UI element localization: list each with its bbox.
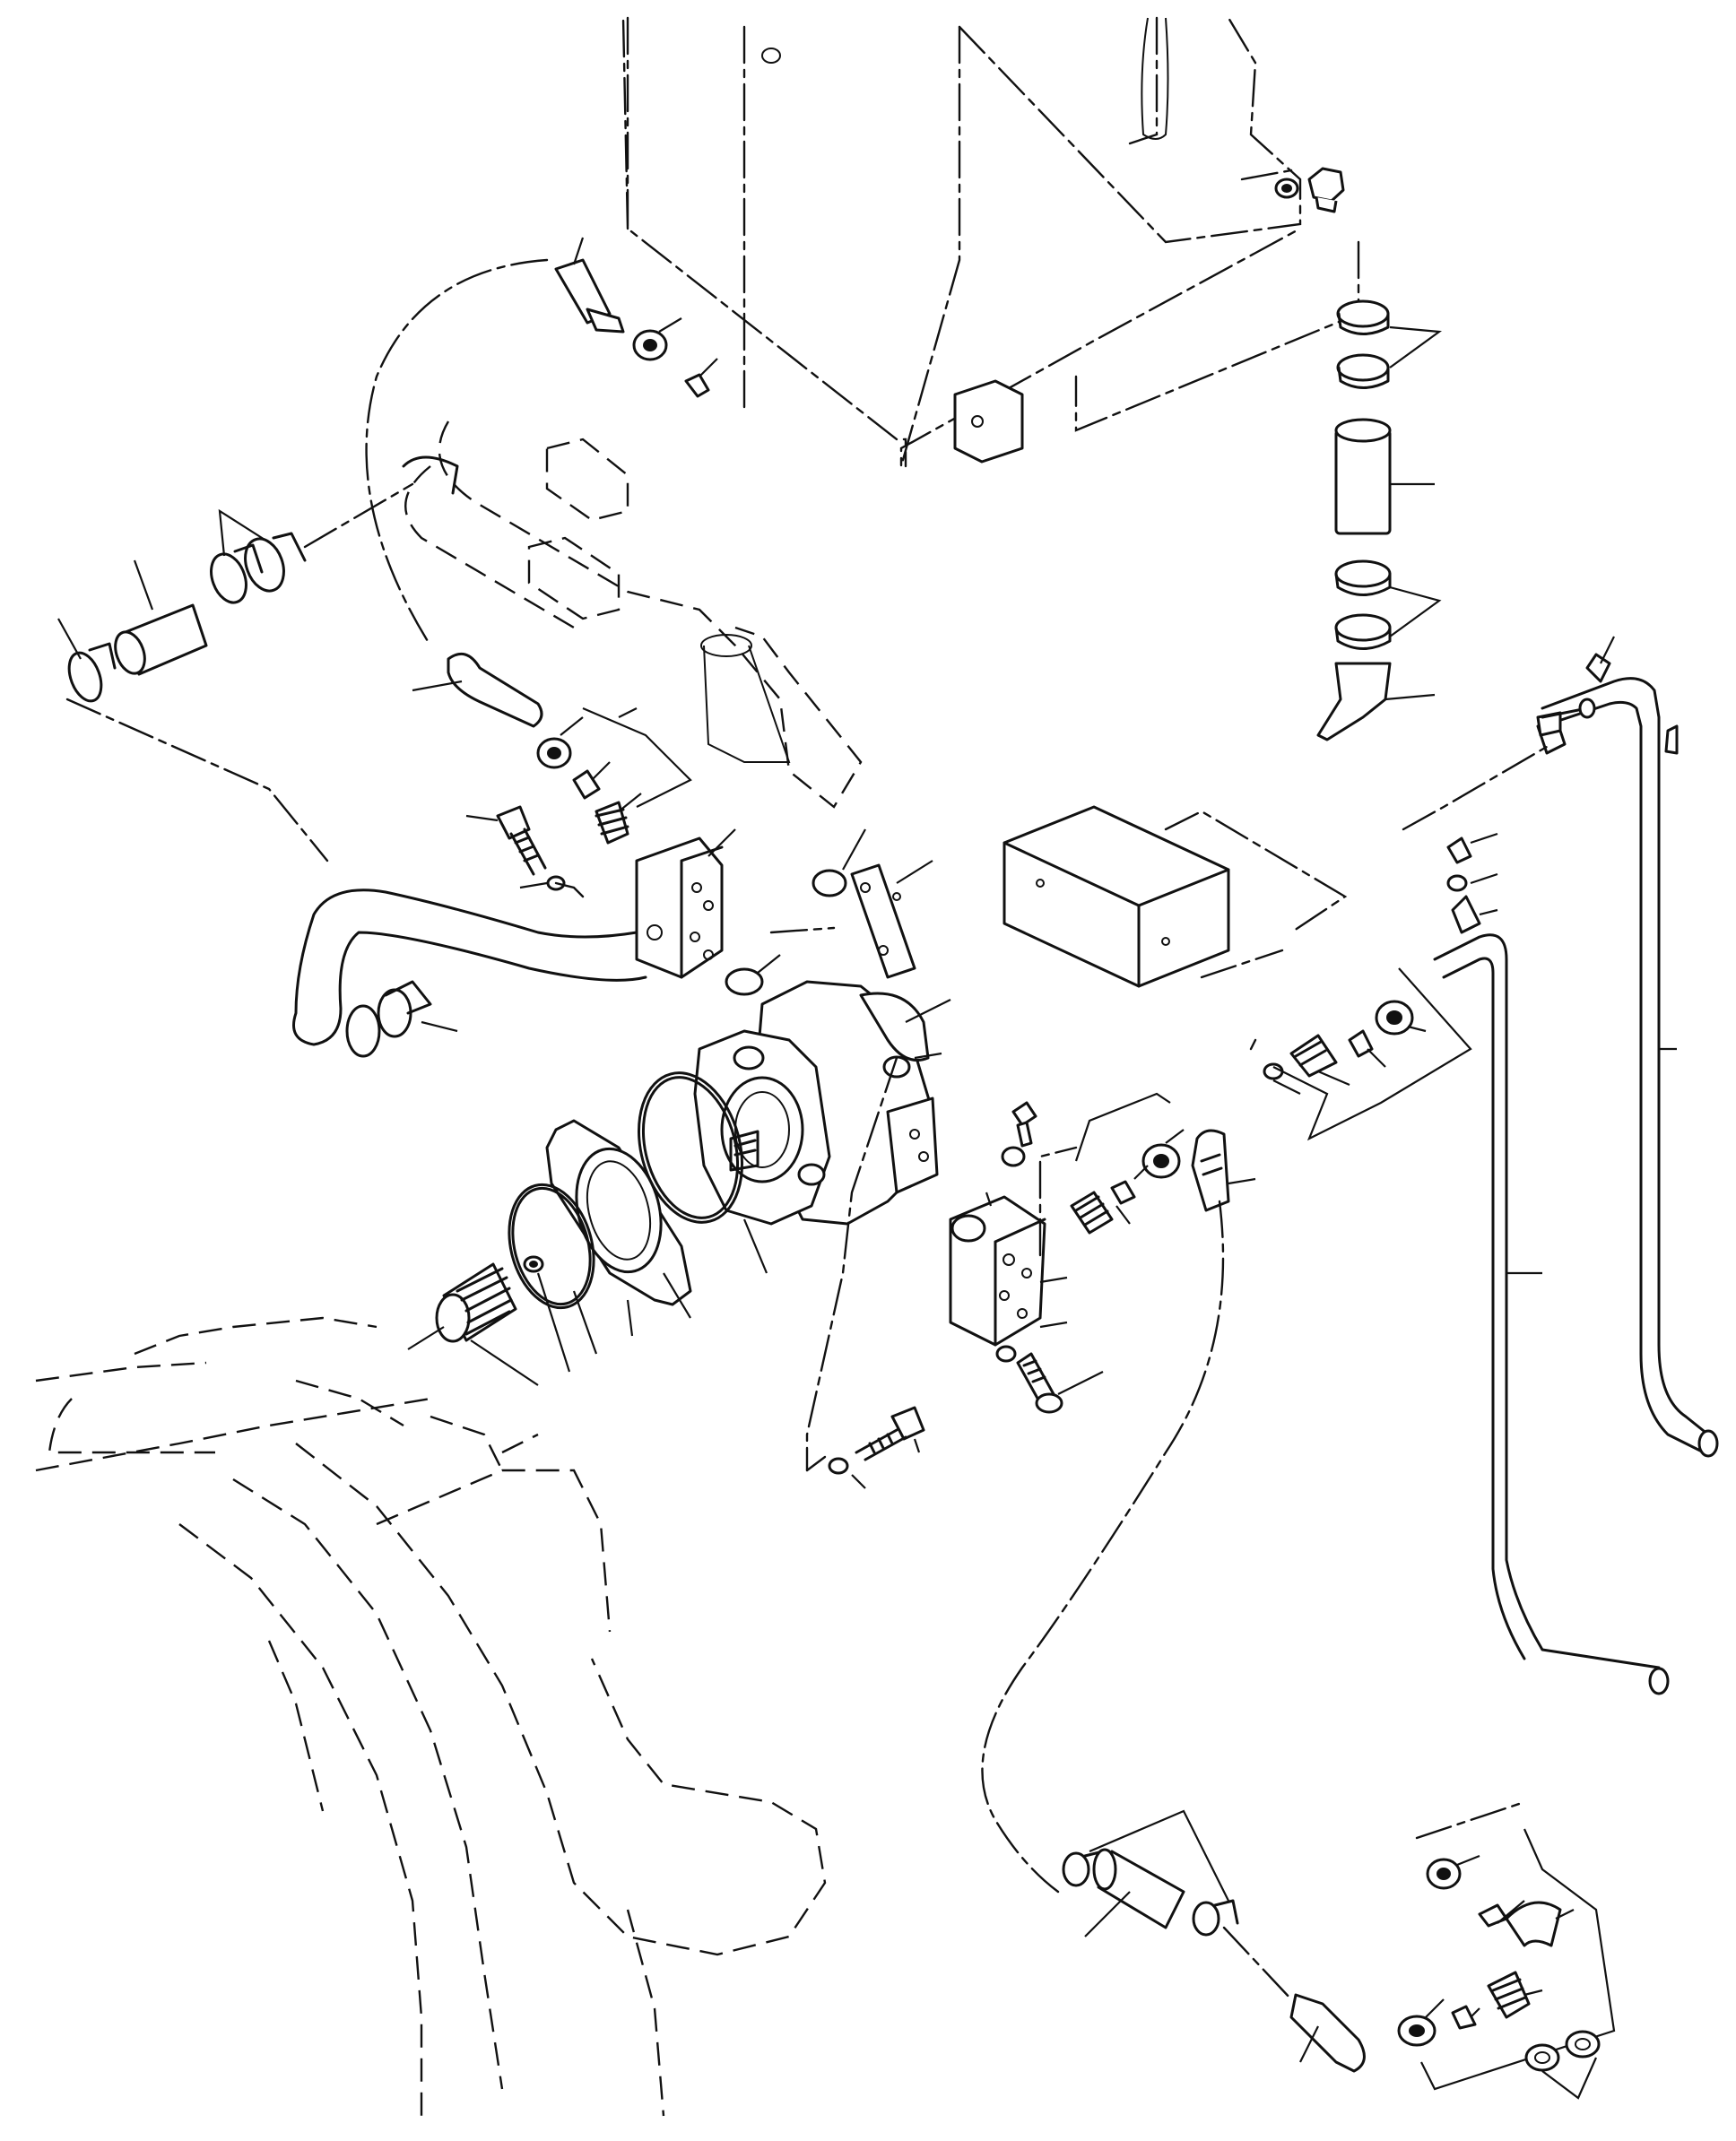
gasket-and-orings	[725, 828, 933, 996]
tube-fittings-right-middle	[1249, 967, 1472, 1141]
hydraulic-tank-phantom	[621, 16, 1360, 468]
hydraulic-pump	[693, 980, 951, 1226]
flange-block-right	[949, 1192, 1104, 1414]
transmission-housing-phantom	[35, 1316, 827, 2125]
suction-hose-left-assembly	[57, 482, 414, 862]
pump-mounting-bolt	[805, 1056, 925, 1489]
cap-screw-left	[465, 805, 585, 898]
adapter-gasket-stack	[508, 1071, 768, 1373]
return-hose-upper-assembly	[365, 237, 718, 647]
suction-tube	[292, 888, 647, 1058]
pressure-hose-fittings-upper	[412, 652, 692, 845]
control-valve-block	[1003, 805, 1348, 988]
suction-hose-right-assembly	[1316, 299, 1443, 741]
lower-elbow-fittings	[1289, 1800, 1616, 2091]
drain-plug-assembly	[1274, 167, 1345, 213]
pressure-hose-long	[981, 1200, 1225, 1894]
lower-hose-assembly	[1062, 1809, 1293, 2001]
steel-tubes-right	[1402, 636, 1719, 1695]
bottom-washers	[1524, 2030, 1601, 2100]
flange-block-left	[635, 828, 736, 979]
spline-coupling	[407, 1262, 539, 1386]
pressure-fittings-right	[1001, 1092, 1256, 1257]
suction-elbow-phantom	[402, 420, 863, 809]
